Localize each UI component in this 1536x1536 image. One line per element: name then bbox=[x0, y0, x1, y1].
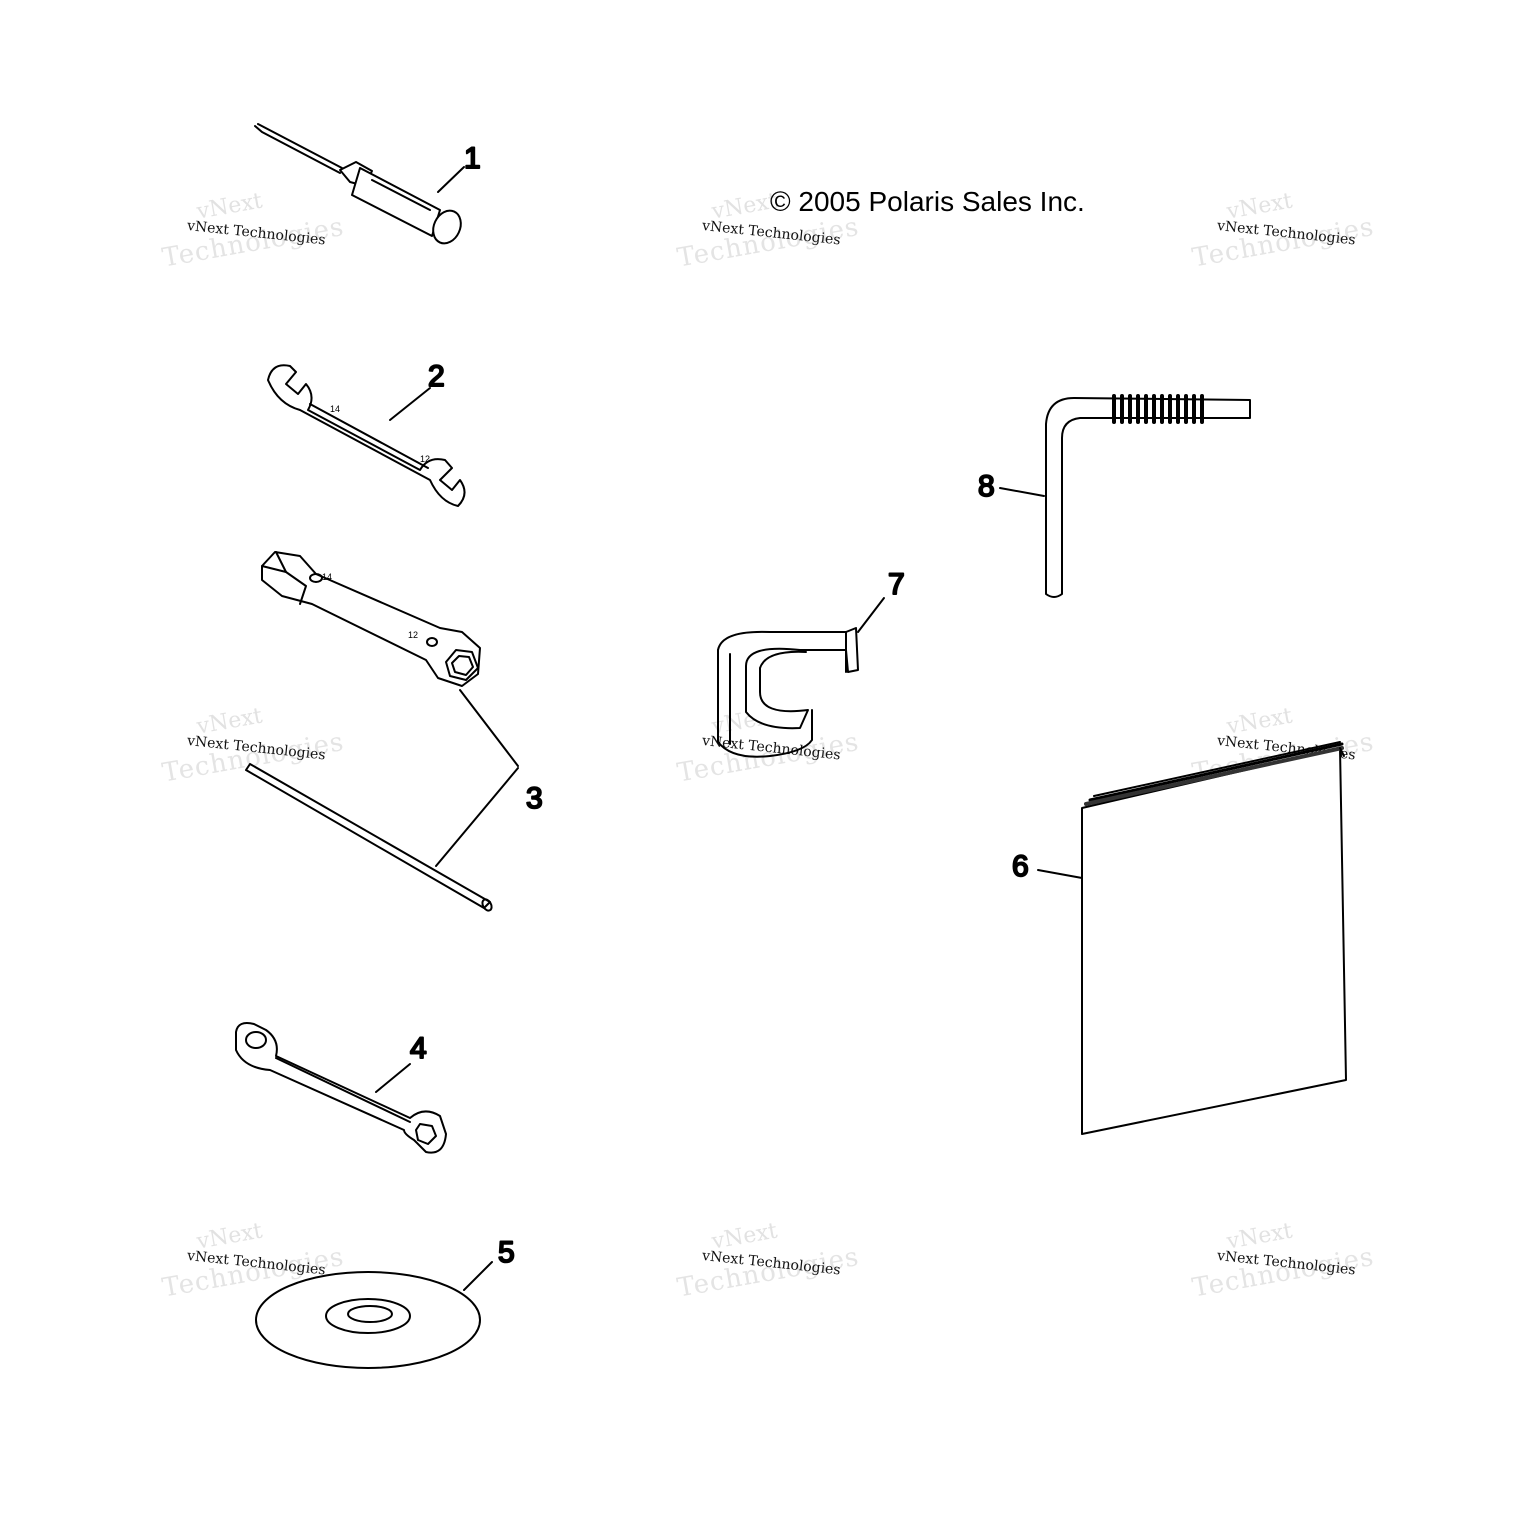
copyright-notice: © 2005 Polaris Sales Inc. bbox=[770, 186, 1085, 217]
callout-8: 8 bbox=[978, 470, 995, 503]
svg-text:12: 12 bbox=[408, 630, 418, 640]
tommy-bar-part[interactable] bbox=[245, 763, 493, 912]
hex-key-part[interactable] bbox=[1045, 394, 1251, 598]
tether-strap-part[interactable] bbox=[717, 627, 859, 758]
leader-line-7 bbox=[857, 597, 885, 633]
open-end-wrench-part[interactable]: 14 12 bbox=[267, 364, 466, 507]
screwdriver-part[interactable] bbox=[254, 123, 466, 248]
svg-text:14: 14 bbox=[322, 572, 332, 582]
leader-line-1 bbox=[437, 166, 465, 193]
leader-line-8 bbox=[999, 487, 1045, 497]
leader-line-5 bbox=[463, 1261, 493, 1291]
callout-6: 6 bbox=[1012, 850, 1029, 883]
leader-line-4 bbox=[375, 1063, 411, 1093]
tube-socket-wrench-part[interactable]: 14 12 bbox=[261, 551, 481, 687]
leader-line-2 bbox=[389, 387, 431, 421]
leader-line-6 bbox=[1037, 869, 1083, 879]
leader-line-3b bbox=[435, 767, 519, 867]
callout-5: 5 bbox=[498, 1236, 515, 1269]
cd-disc-part[interactable] bbox=[255, 1271, 481, 1369]
callout-1: 1 bbox=[464, 142, 481, 175]
owners-manual-part[interactable] bbox=[1081, 741, 1347, 1135]
svg-text:12: 12 bbox=[420, 454, 430, 464]
leader-line-3a bbox=[459, 689, 519, 767]
box-end-wrench-part[interactable] bbox=[235, 1022, 447, 1154]
callout-2: 2 bbox=[428, 360, 445, 393]
callout-4: 4 bbox=[410, 1032, 427, 1065]
svg-text:14: 14 bbox=[330, 404, 340, 414]
callout-7: 7 bbox=[888, 568, 905, 601]
callout-3: 3 bbox=[526, 782, 543, 815]
